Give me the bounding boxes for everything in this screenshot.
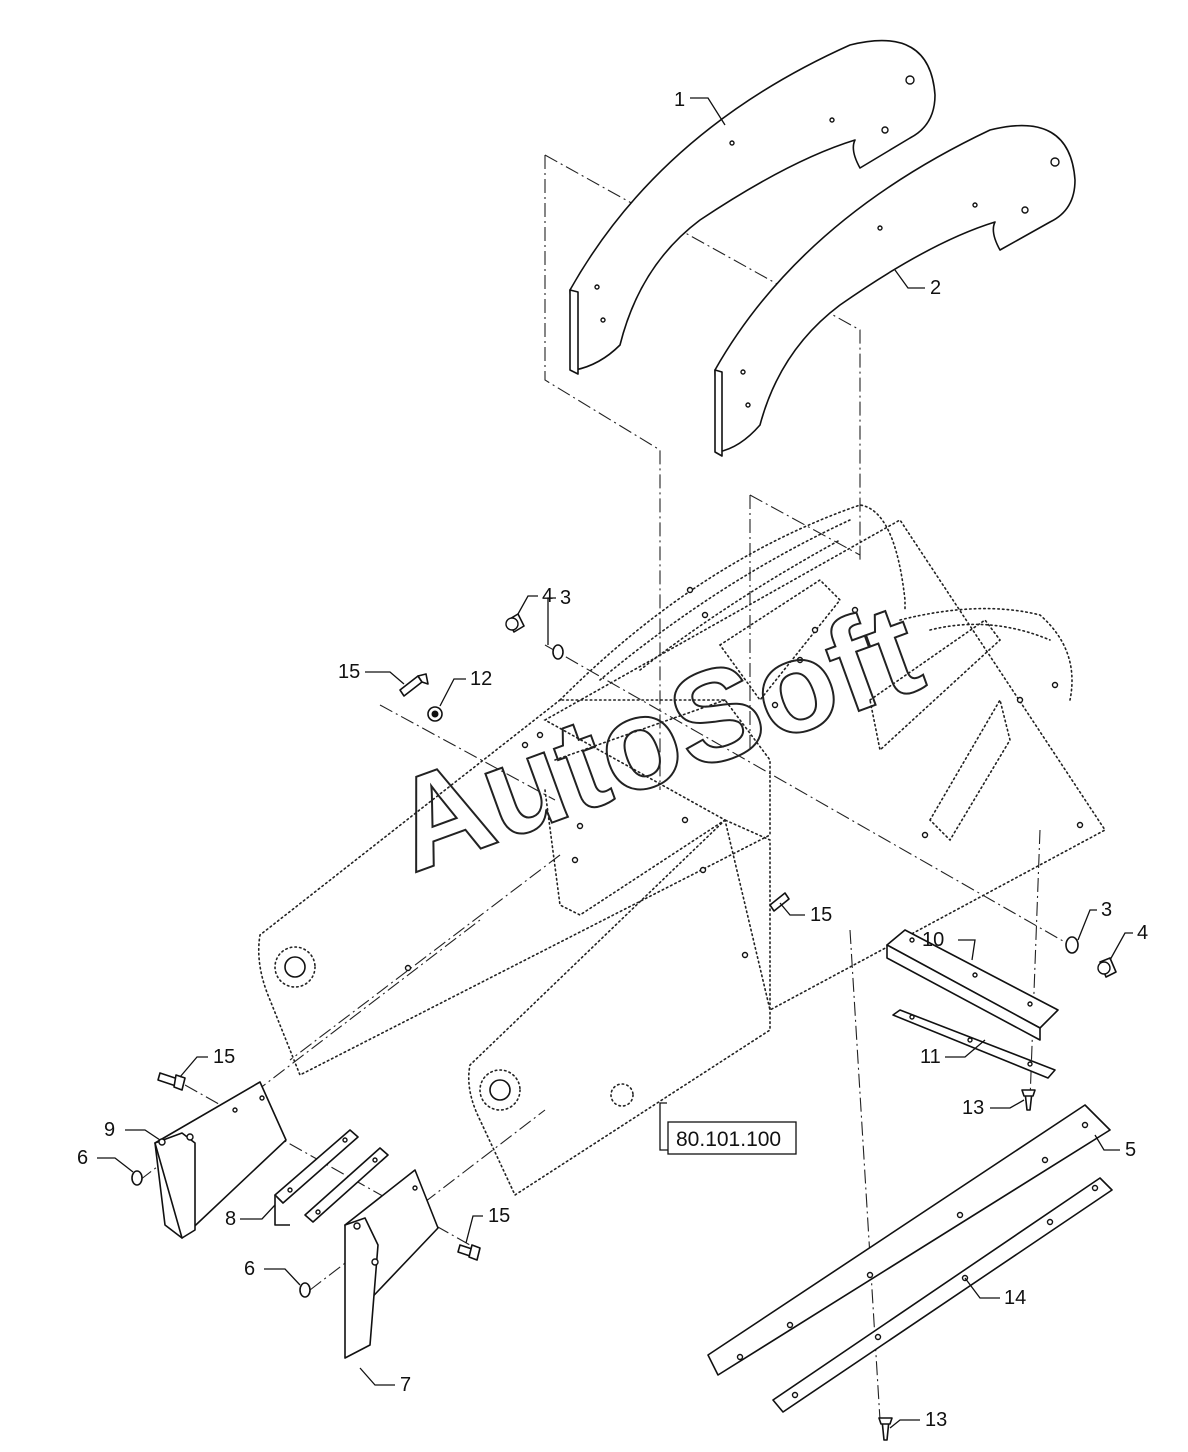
callout-13-upper: 13 <box>962 1097 984 1119</box>
callout-3-lower: 3 <box>1101 899 1112 921</box>
part-15-screw-right <box>457 1244 481 1261</box>
callout-5: 5 <box>1125 1139 1136 1161</box>
callout-1: 1 <box>674 89 685 111</box>
callout-9: 9 <box>104 1119 115 1141</box>
part-14-strip <box>772 1177 1113 1413</box>
callout-6-right: 6 <box>244 1258 255 1280</box>
part-1-curved-shield <box>569 39 936 375</box>
part-15-screw-upper <box>399 673 429 697</box>
part-6-fastener-right <box>299 1282 311 1298</box>
callout-15-upper: 15 <box>338 661 360 683</box>
callout-6-left: 6 <box>77 1147 88 1169</box>
part-4-bolt-lower <box>1097 957 1117 978</box>
section-reference: 80.101.100 <box>667 1121 797 1155</box>
callout-15-left: 15 <box>213 1046 235 1068</box>
callout-10: 10 <box>922 929 944 951</box>
part-3-washer-lower <box>1065 936 1079 954</box>
callout-12: 12 <box>470 668 492 690</box>
part-13-rivet-upper <box>1021 1089 1036 1111</box>
callout-15-middle: 15 <box>810 904 832 926</box>
callout-13-lower: 13 <box>925 1409 947 1431</box>
part-15-screw-middle <box>769 892 790 912</box>
part-7-front-bracket <box>344 1169 439 1359</box>
reference-number: 80.101.100 <box>676 1128 781 1151</box>
part-15-screw-left <box>157 1072 186 1091</box>
part-12-nut <box>427 706 443 722</box>
part-6-fastener-left <box>131 1170 143 1186</box>
callout-4-lower: 4 <box>1137 922 1148 944</box>
lift-arm-frame <box>257 504 1107 1197</box>
callout-2: 2 <box>930 277 941 299</box>
part-2-curved-shield <box>714 124 1076 457</box>
callout-15-right: 15 <box>488 1205 510 1227</box>
reference-box <box>667 1121 797 1155</box>
callout-labels: 1 2 3 4 15 12 15 3 4 10 11 13 5 14 13 15… <box>77 89 1148 1431</box>
callout-7: 7 <box>400 1374 411 1396</box>
part-3-washer-upper <box>552 644 564 660</box>
part-10-angle-bracket <box>886 929 1059 1041</box>
watermark: AutoSoft <box>373 575 939 900</box>
callout-11: 11 <box>920 1046 941 1068</box>
callout-leaders <box>97 97 1133 1429</box>
part-11-flat-strip <box>892 1009 1056 1079</box>
callout-3-upper: 3 <box>560 587 571 609</box>
callout-4-upper: 4 <box>542 585 553 607</box>
part-13-rivet-lower <box>878 1417 893 1441</box>
part-9-side-bracket <box>154 1081 287 1239</box>
fasteners <box>131 613 1117 1441</box>
part-5-long-plate <box>707 1104 1111 1376</box>
callout-14: 14 <box>1004 1287 1026 1309</box>
callout-8: 8 <box>225 1208 236 1230</box>
part-8-small-plates <box>274 1129 389 1226</box>
part-4-bolt-upper <box>505 613 525 633</box>
